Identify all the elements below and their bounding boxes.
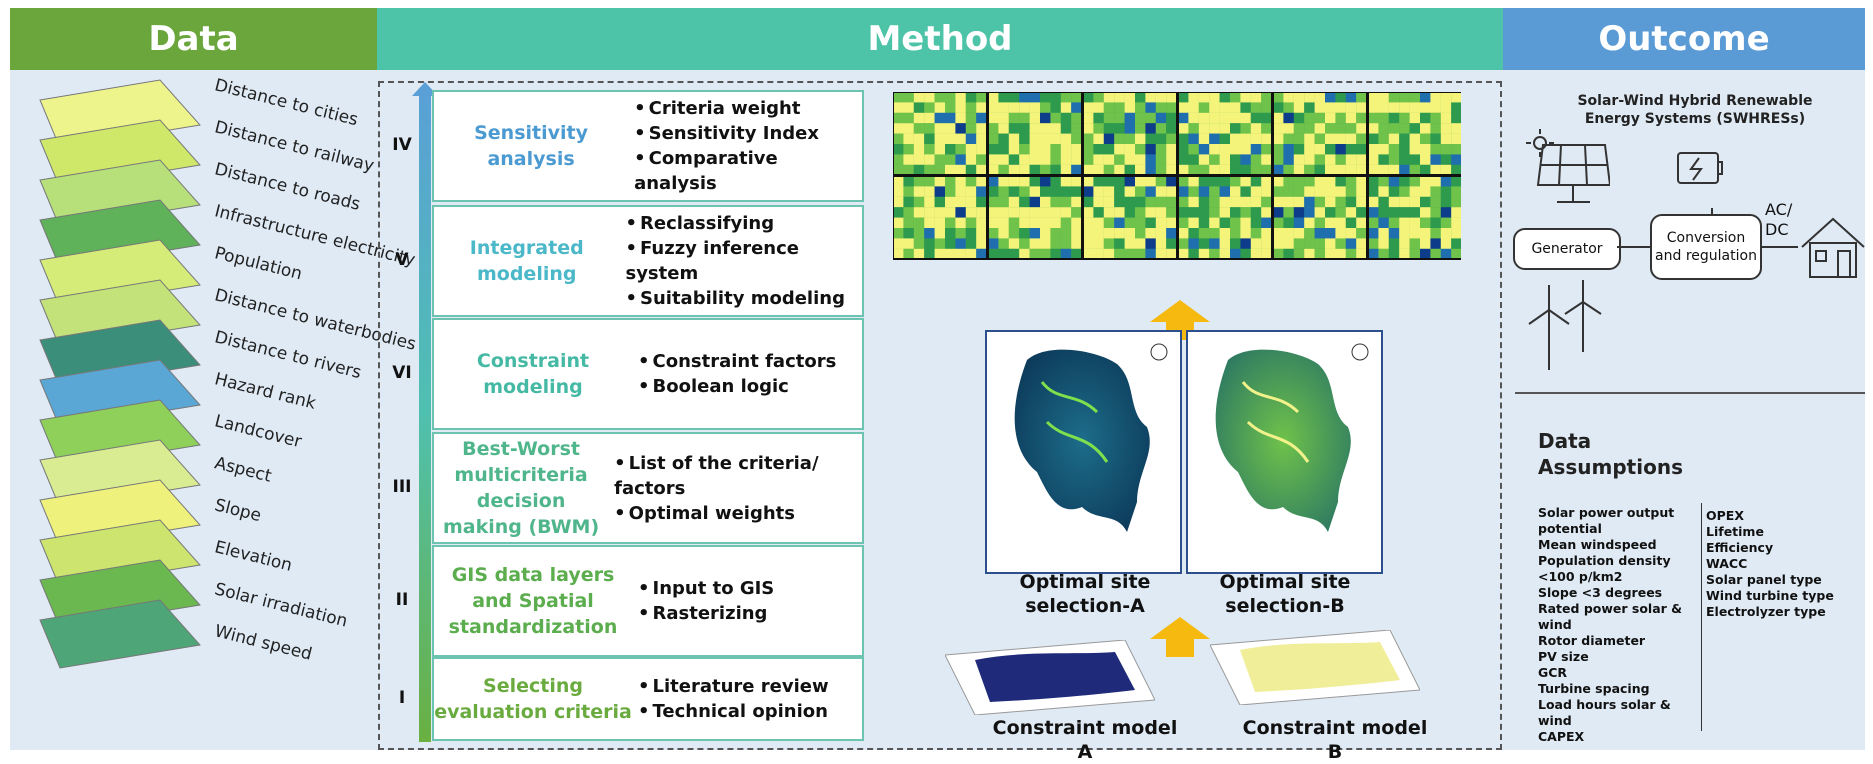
step-box: Selecting evaluation criteriaLiterature … [432,657,864,741]
layer-stack [39,79,201,669]
step-items: List of the criteria/ factorsOptimal wei… [608,434,862,542]
step-items: Constraint factorsBoolean logic [632,320,837,428]
progress-arrow [412,82,438,742]
step-title: Sensitivity analysis [474,122,588,170]
step-item: Technical opinion [638,699,829,724]
assumption-item: Wind turbine type [1706,588,1834,603]
step-roman: I [398,688,406,708]
method-border [378,81,1502,750]
assumption-item: Efficiency [1706,540,1774,555]
step-roman: III [392,477,412,497]
constraint-caption-a: Constraint model A [992,717,1178,763]
house-icon [1801,217,1865,278]
generator-box: Generator [1513,228,1621,270]
acdc-label: AC/ DC [1765,200,1793,239]
step-title: Integrated modeling [469,237,584,285]
step-items: ReclassifyingFuzzy inference systemSuita… [619,207,862,315]
arrow-up-icon [1150,300,1210,340]
wind-turbine-icon [1528,280,1602,370]
method-header: Method [377,8,1503,70]
step-roman: VI [392,363,412,383]
arrow-up-icon [1150,617,1210,657]
step-item: Comparative analysis [634,146,862,196]
layer-map [39,599,201,669]
sun-icon [1526,129,1554,157]
assumption-item: Solar panel type [1706,572,1822,587]
assumption-item: PV size [1538,649,1589,664]
assumption-item: Mean windspeed [1538,537,1657,552]
step-roman: II [395,590,409,610]
step-items: Input to GISRasterizing [632,547,775,655]
assumption-item: Solar power output potential [1538,505,1675,536]
step-box: Best-Worst multicriteria decision making… [432,432,864,544]
step-box: Constraint modeling Constraint factorsBoo… [432,318,864,430]
step-items: Criteria weightSensitivity IndexComparat… [628,92,862,200]
battery-charging-icon [1677,152,1723,184]
step-item: Suitability modeling [625,286,862,311]
assumption-item: CAPEX [1538,729,1585,744]
step-item: Reclassifying [625,211,862,236]
assumption-item: Rated power solar & wind [1538,601,1683,632]
step-item: Constraint factors [638,349,837,374]
optimal-map-b [1186,330,1383,574]
optimal-caption-b: Optimal site selection-B [1219,571,1351,617]
assumption-item: OPEX [1706,508,1744,523]
step-title: Best-Worst multicriteria decision making… [442,438,600,538]
step-roman: IV [392,135,412,155]
step-items: Literature reviewTechnical opinion [632,659,829,739]
assumptions-divider [1701,503,1702,731]
step-box: GIS data layers and Spatial standardizat… [432,545,864,657]
assumptions-title: Data Assumptions [1538,429,1683,479]
constraint-map-a [945,640,1155,715]
assumption-item: Slope <3 degrees [1538,585,1663,600]
step-item: Fuzzy inference system [625,236,862,286]
solar-panel-icon [1536,144,1610,203]
optimal-map-a [985,330,1182,574]
step-roman: V [395,250,409,270]
assumption-item: Electrolyzer type [1706,604,1826,619]
step-item: Rasterizing [638,601,774,626]
step-title: Constraint modeling [476,350,590,398]
assumption-item: Rotor diameter [1538,633,1646,648]
assumption-item: Lifetime [1706,524,1764,539]
assumption-item: Turbine spacing [1538,681,1650,696]
constraint-map-b [1210,630,1420,705]
step-item: Input to GIS [638,576,775,601]
step-item: Criteria weight [634,96,862,121]
suitability-grid [893,92,1461,260]
step-title: GIS data layers and Spatial standardizat… [448,564,618,638]
connector-lines [1617,208,1798,248]
data-header: Data [10,8,377,70]
assumption-item: WACC [1706,556,1748,571]
step-box: Sensitivity analysis Criteria weightSensi… [432,90,864,202]
step-title: Selecting evaluation criteria [434,675,632,723]
outcome-title: Solar-Wind Hybrid Renewable Energy Syste… [1577,93,1813,127]
step-item: Boolean logic [638,374,836,399]
constraint-caption-b: Constraint model B [1242,717,1428,763]
assumption-item: Load hours solar & wind [1538,697,1671,728]
step-box: Integrated modeling ReclassifyingFuzzy in… [432,205,864,317]
outcome-divider [1515,392,1865,394]
optimal-caption-a: Optimal site selection-A [1019,571,1151,617]
assumption-item: GCR [1538,665,1568,680]
assumption-item: Population density <100 p/km2 [1538,553,1671,584]
outcome-header: Outcome [1503,8,1865,70]
step-item: Sensitivity Index [634,121,862,146]
step-item: Optimal weights [614,501,862,526]
step-item: Literature review [638,674,829,699]
step-item: List of the criteria/ factors [614,451,862,501]
